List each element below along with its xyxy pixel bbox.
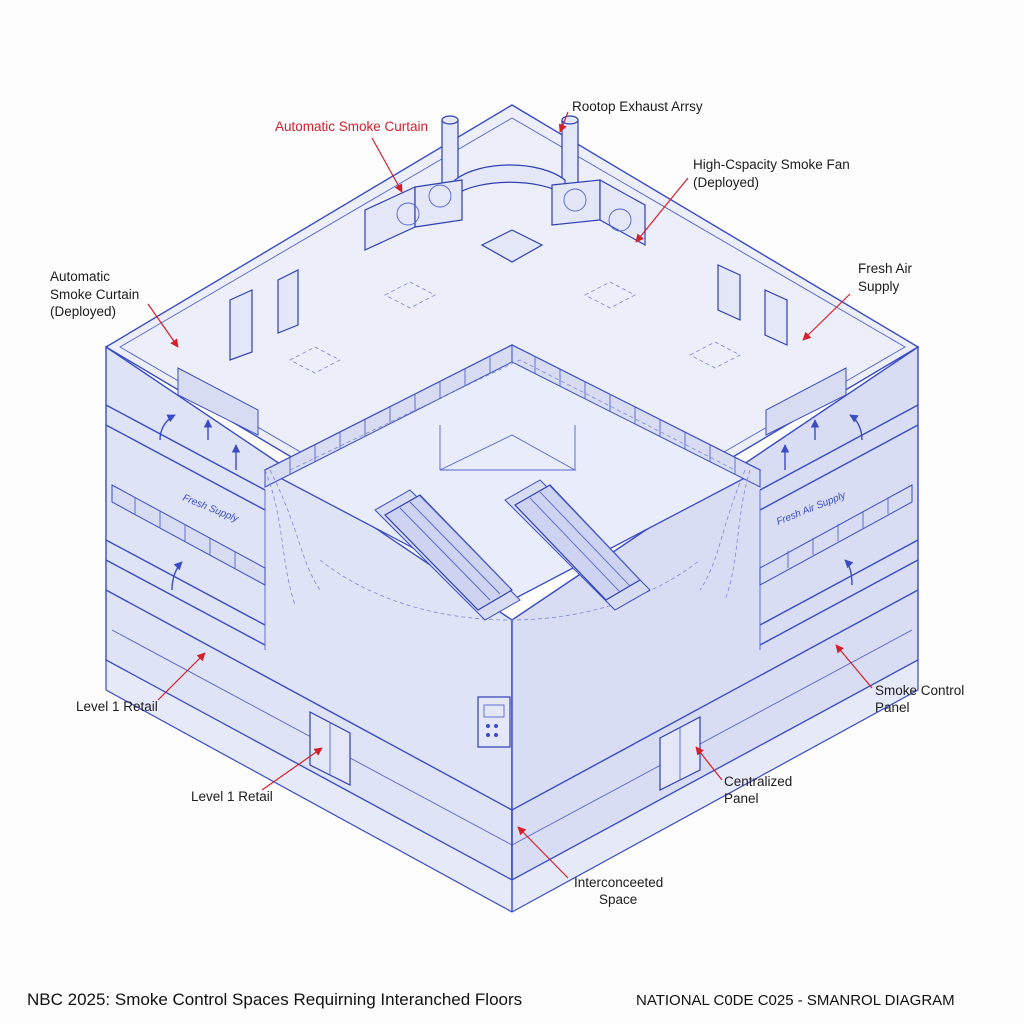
label-smoke-control-panel-line1: Smoke Control <box>875 683 964 698</box>
label-smoke-curtain-left-line3: (Deployed) <box>50 304 116 319</box>
labels: Rootop Exhaust Arrsy Automatic Smoke Cur… <box>50 99 964 907</box>
smoke-fan-left <box>364 179 463 251</box>
door-left <box>309 711 351 786</box>
escalator-right <box>504 479 651 611</box>
door-right <box>659 716 701 791</box>
roof-diffusers <box>289 229 741 374</box>
footer-code: NATIONAL C0DE C025 - SMANROL DIAGRAM <box>636 992 955 1009</box>
airflow-arrows <box>159 414 863 591</box>
floor-line-left-2 <box>105 539 266 626</box>
label-level1-retail-a: Level 1 Retail <box>76 699 158 714</box>
left-balcony-rail <box>111 484 266 586</box>
label-level1-retail-b: Level 1 Retail <box>191 789 273 804</box>
label-centralized-panel-line1: Centralized <box>724 774 792 789</box>
label-fresh-air-line2: Supply <box>858 279 900 294</box>
building: Fresh Supply Fresh Air Supply <box>104 104 920 913</box>
label-interconnected-line1: Interconceeted <box>574 875 663 890</box>
floor-line-right-2 <box>759 539 919 626</box>
floor-line-right-3 <box>759 404 919 491</box>
label-smoke-curtain-left-line1: Automatic <box>50 269 110 284</box>
escalator-left <box>374 489 521 621</box>
label-centralized-panel-line2: Panel <box>724 791 759 806</box>
label-smoke-fan-line1: High-Cspacity Smoke Fan <box>693 157 850 172</box>
label-interconnected-line2: Space <box>599 892 637 907</box>
label-smoke-curtain-left-line2: Smoke Curtain <box>50 287 139 302</box>
right-balcony-rail <box>759 484 913 586</box>
label-smoke-fan-line2: (Deployed) <box>693 175 759 190</box>
footer-title: NBC 2025: Smoke Control Spaces Requirnin… <box>27 990 523 1009</box>
control-panel-device <box>477 696 511 748</box>
callout-arrows <box>147 111 873 879</box>
floor-line-left-3 <box>105 404 266 491</box>
label-smoke-curtain-top: Automatic Smoke Curtain <box>275 119 428 134</box>
label-fresh-air-line1: Fresh Air <box>858 261 913 276</box>
upper-railing-panels <box>289 356 736 475</box>
roof-frames <box>229 264 788 361</box>
label-smoke-control-panel-line2: Panel <box>875 700 910 715</box>
smoke-fan-right <box>551 178 646 247</box>
label-rooftop-exhaust: Rootop Exhaust Arrsy <box>572 99 703 114</box>
rooftop-exhaust-array <box>441 115 579 201</box>
left-smoke-curtain <box>177 367 259 436</box>
right-smoke-curtain <box>765 367 847 436</box>
